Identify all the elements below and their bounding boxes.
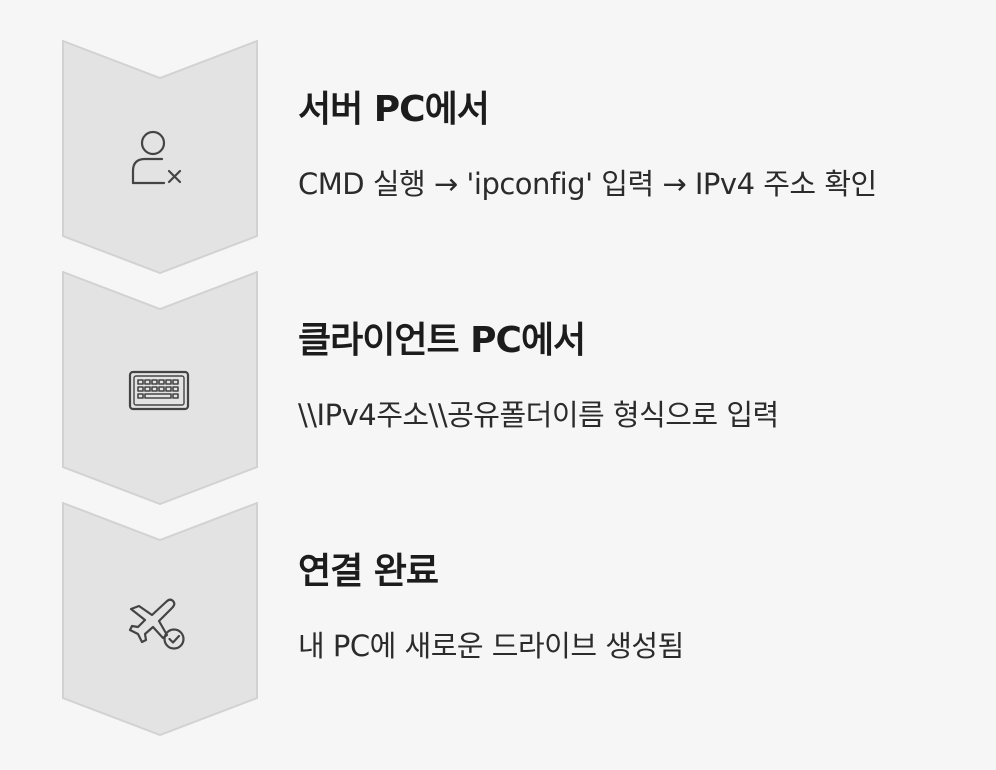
step-description: CMD 실행 → 'ipconfig' 입력 → IPv4 주소 확인: [298, 167, 877, 201]
step-title: 연결 완료: [298, 551, 439, 592]
step-3: 연결 완료 내 PC에 새로운 드라이브 생성됨: [0, 502, 996, 736]
step-description: 내 PC에 새로운 드라이브 생성됨: [298, 629, 684, 663]
user-x-icon: [122, 125, 194, 197]
plane-check-icon: [122, 587, 194, 659]
step-title: 서버 PC에서: [298, 89, 490, 130]
keyboard-icon: [122, 356, 194, 428]
chevron-shape: [62, 40, 258, 274]
step-description: \\IPv4주소\\공유폴더이름 형식으로 입력: [298, 398, 779, 432]
chevron-shape: [62, 271, 258, 505]
step-1: 서버 PC에서 CMD 실행 → 'ipconfig' 입력 → IPv4 주소…: [0, 40, 996, 274]
step-2: 클라이언트 PC에서 \\IPv4주소\\공유폴더이름 형식으로 입력: [0, 271, 996, 505]
step-title: 클라이언트 PC에서: [298, 320, 586, 361]
